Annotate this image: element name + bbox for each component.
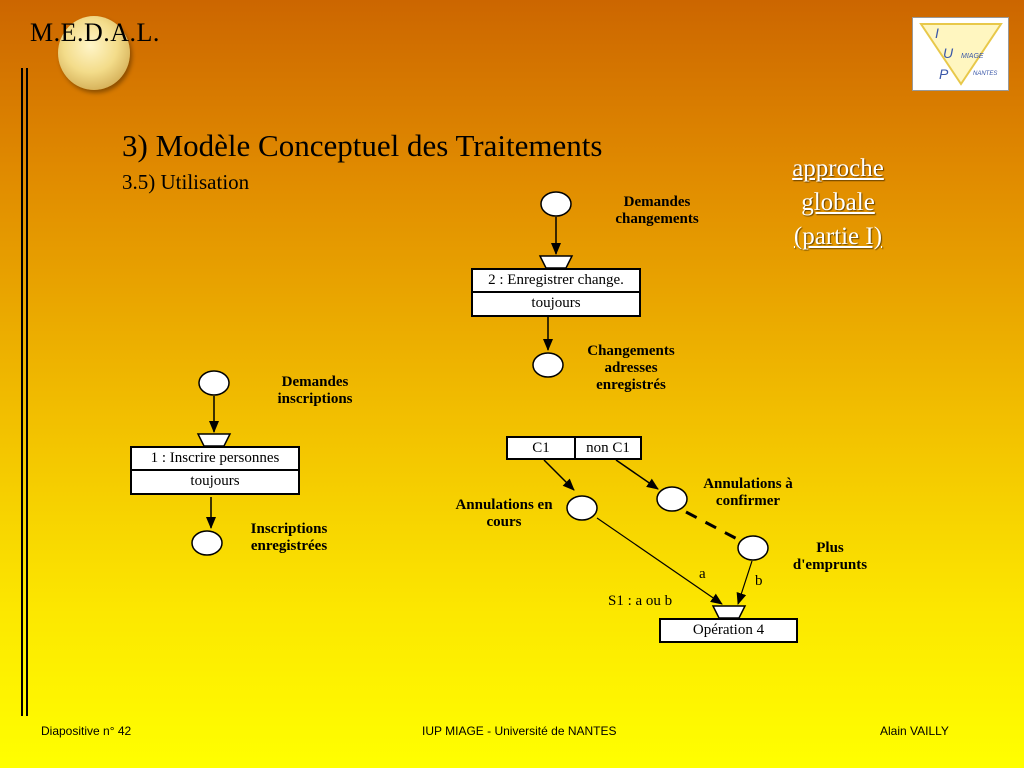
flow-arrow: [543, 459, 575, 491]
left-rule-bar: [26, 68, 28, 716]
label-annulations-en-cours: Annulations en cours: [455, 497, 553, 530]
slide-title: 3) Modèle Conceptuel des Traitements: [122, 128, 603, 163]
approach-note-line: globale: [801, 189, 875, 216]
flow-arrow-a: [596, 517, 723, 605]
approach-note-link[interactable]: approche globale (partie I): [770, 152, 906, 254]
approach-note-line: approche: [792, 155, 884, 182]
event-node-annulations-a-confirmer: [656, 486, 688, 512]
condition-box-c1: C1: [506, 436, 576, 460]
operation-box-inscrire: 1 : Inscrire personnes: [130, 446, 300, 471]
brand-title: M.E.D.A.L.: [30, 18, 160, 47]
label-changements-enregistres: Changements adresses enregistrés: [587, 343, 675, 393]
event-node-changements-enregistres: [532, 352, 564, 378]
flow-arrow-b: [736, 560, 753, 605]
edge-label-b: b: [755, 573, 763, 589]
logo-letter-p: P: [939, 66, 949, 82]
event-node-demandes-changements: [540, 191, 572, 217]
operation-box-enregistrer: 2 : Enregistrer change.: [471, 268, 641, 293]
sync-shape: [196, 433, 232, 447]
rule-box-toujours: toujours: [130, 470, 300, 495]
condition-box-non-c1: non C1: [574, 436, 642, 460]
left-rule-bar: [21, 68, 23, 716]
footer-university: IUP MIAGE - Université de NANTES: [422, 724, 617, 738]
sync-label-s1: S1 : a ou b: [608, 593, 673, 609]
logo-nantes-text: NANTES: [973, 71, 997, 77]
event-node-plus-emprunts: [737, 535, 769, 561]
logo-letter-i: I: [935, 25, 939, 41]
sync-shape: [538, 255, 574, 269]
label-plus-emprunts: Plus d'emprunts: [792, 540, 868, 573]
logo-miage-text: MIAGE: [961, 53, 984, 60]
logo-triangle-icon: I U P MIAGE NANTES: [919, 23, 1003, 86]
event-node-demandes-inscriptions: [198, 370, 230, 396]
edge-label-a: a: [699, 566, 706, 582]
event-node-inscriptions-enregistrees: [191, 530, 223, 556]
event-node-annulations-en-cours: [566, 495, 598, 521]
flow-arrow: [615, 459, 659, 490]
sync-shape: [711, 605, 747, 619]
footer-author: Alain VAILLY: [880, 724, 949, 738]
operation-box-operation-4: Opération 4: [659, 618, 798, 643]
logo-letter-u: U: [943, 45, 954, 61]
slide-subtitle: 3.5) Utilisation: [122, 170, 250, 194]
rule-box-toujours: toujours: [471, 292, 641, 317]
medal-coin-logo: [58, 16, 130, 90]
label-demandes-inscriptions: Demandes inscriptions: [277, 374, 353, 407]
iup-miage-logo: I U P MIAGE NANTES: [912, 17, 1009, 91]
label-annulations-a-confirmer: Annulations à confirmer: [703, 476, 793, 509]
label-demandes-changements: Demandes changements: [615, 194, 699, 227]
approach-note-line: (partie I): [793, 223, 883, 250]
footer-slide-number: Diapositive n° 42: [41, 724, 132, 738]
dashed-link: [685, 510, 742, 543]
label-inscriptions-enregistrees: Inscriptions enregistrées: [250, 521, 328, 554]
